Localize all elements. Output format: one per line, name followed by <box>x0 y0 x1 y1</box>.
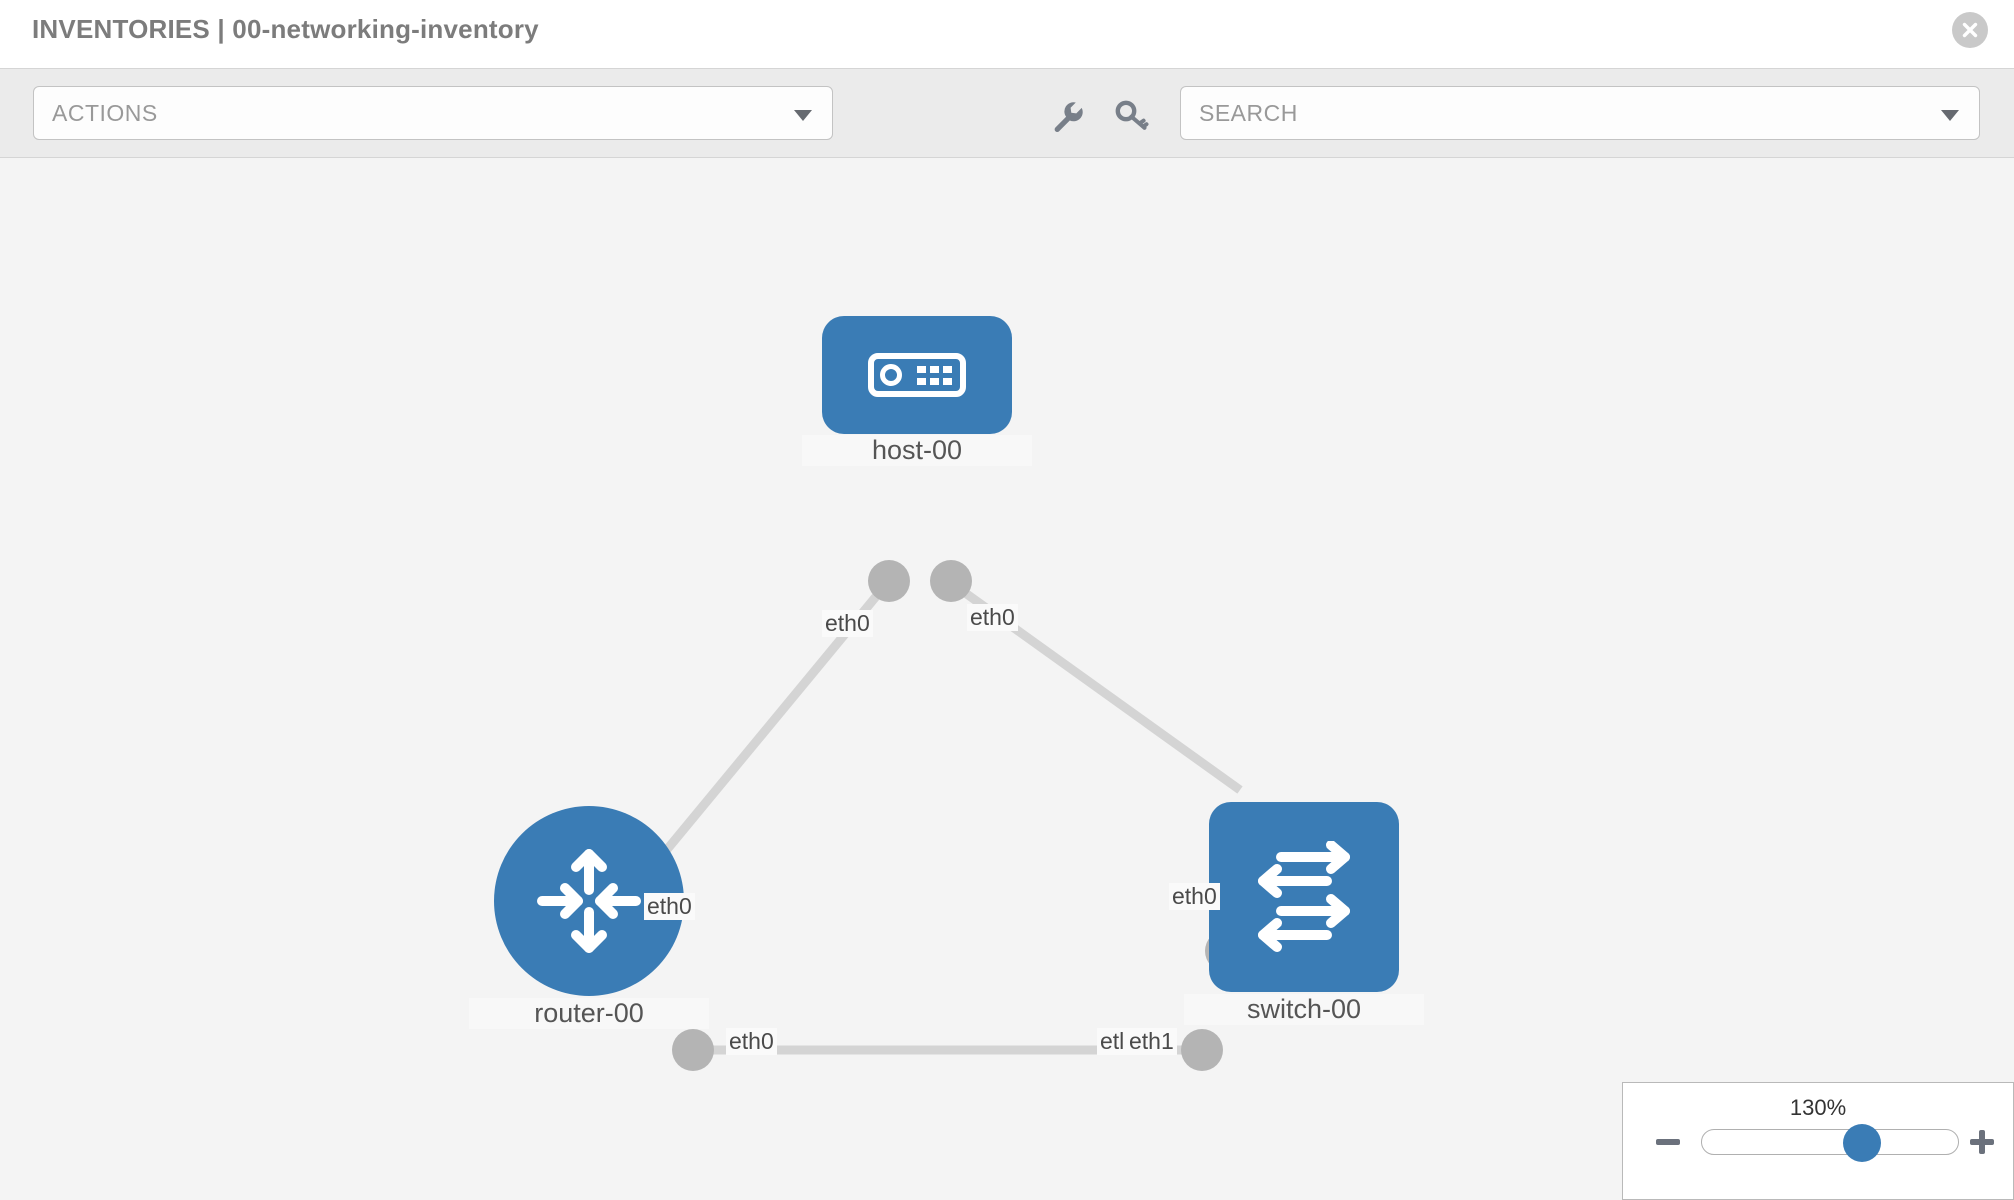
minus-icon[interactable] <box>1653 1127 1683 1157</box>
host-node-shape <box>822 316 1012 434</box>
plus-icon[interactable] <box>1967 1127 1997 1157</box>
wrench-icon[interactable] <box>1049 97 1087 135</box>
zoom-level-label: 130% <box>1789 1095 1847 1120</box>
node-switch-00[interactable]: switch-00 <box>1184 802 1424 1032</box>
server-device-icon <box>868 353 966 397</box>
interface-label-switch-up: eth0 <box>1169 883 1220 910</box>
connector-host-right[interactable] <box>930 560 972 602</box>
node-label-host-00: host-00 <box>802 435 1032 466</box>
interface-label-host-left: eth0 <box>822 610 873 637</box>
switch-node-shape <box>1209 802 1399 992</box>
node-router-00[interactable]: router-00 <box>469 806 709 1036</box>
actions-dropdown-label: ACTIONS <box>52 100 158 126</box>
router-arrows-icon <box>537 849 641 953</box>
connector-host-left[interactable] <box>868 560 910 602</box>
zoom-slider-handle[interactable] <box>1842 1124 1881 1162</box>
toolbar: ACTIONS SEARCH <box>0 68 2014 158</box>
interface-label-switch-left: eth1 <box>1126 1028 1177 1055</box>
router-node-shape <box>494 806 684 996</box>
connector-router-right[interactable] <box>672 1029 714 1071</box>
interface-label-switch-left-overlap: etl <box>1097 1028 1128 1055</box>
node-label-router-00: router-00 <box>469 998 709 1029</box>
search-input[interactable]: SEARCH <box>1180 86 1980 140</box>
zoom-slider-track[interactable] <box>1701 1124 1959 1162</box>
node-label-switch-00: switch-00 <box>1184 994 1424 1025</box>
topology-links <box>656 578 1243 1055</box>
interface-label-router-right: eth0 <box>726 1028 777 1055</box>
interface-label-router-up: eth0 <box>644 893 695 920</box>
node-host-00[interactable]: host-00 <box>802 316 1032 476</box>
topology-canvas[interactable]: host-00 router-00 <box>0 158 2014 1200</box>
chevron-down-icon <box>794 110 812 121</box>
switch-arrows-icon <box>1258 841 1350 952</box>
page-header: INVENTORIES | 00-networking-inventory <box>0 0 2014 68</box>
close-icon[interactable] <box>1952 12 1988 48</box>
interface-label-host-right: eth0 <box>967 604 1018 631</box>
actions-dropdown[interactable]: ACTIONS <box>33 86 833 140</box>
chevron-down-icon[interactable] <box>1941 110 1959 121</box>
search-placeholder: SEARCH <box>1199 100 1298 126</box>
connector-switch-left[interactable] <box>1181 1029 1223 1071</box>
zoom-control-panel: 130% <box>1622 1082 2014 1200</box>
key-icon[interactable] <box>1113 97 1151 135</box>
page-title: INVENTORIES | 00-networking-inventory <box>32 14 539 44</box>
